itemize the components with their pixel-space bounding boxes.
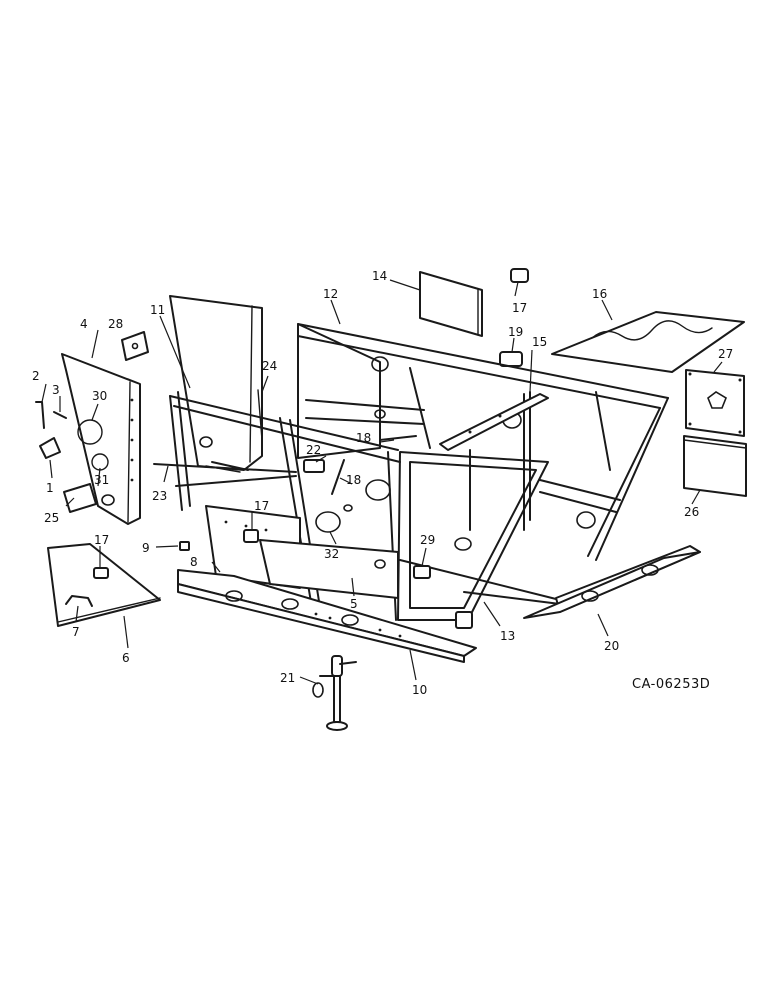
part-27-plate bbox=[685, 369, 745, 437]
leader-lines bbox=[41, 279, 723, 685]
part-9-clip bbox=[179, 541, 190, 551]
callout-15: 15 bbox=[532, 335, 547, 349]
callout-26: 26 bbox=[684, 505, 699, 519]
part-10-bottom-rail bbox=[177, 569, 477, 663]
callout-17: 17 bbox=[512, 301, 527, 315]
part-4-front-panel bbox=[61, 353, 141, 525]
part-14-panel bbox=[419, 271, 483, 337]
callout-11: 11 bbox=[150, 303, 165, 317]
part-29-plate bbox=[413, 565, 431, 579]
part-1-latch bbox=[39, 437, 61, 459]
callout-24: 24 bbox=[262, 359, 277, 373]
callout-30: 30 bbox=[92, 389, 107, 403]
callout-labels: 14 17 19 15 16 12 11 28 4 24 2 3 30 18 2… bbox=[32, 269, 733, 697]
callout-6: 6 bbox=[122, 651, 130, 665]
callout-8: 8 bbox=[190, 555, 198, 569]
callout-20: 20 bbox=[604, 639, 619, 653]
callout-31: 31 bbox=[94, 473, 109, 487]
callout-17: 17 bbox=[254, 499, 269, 513]
callout-32: 32 bbox=[324, 547, 339, 561]
callout-17: 17 bbox=[94, 533, 109, 547]
part-21-jack bbox=[312, 655, 357, 731]
part-19-plate bbox=[499, 351, 523, 367]
part-25-plate bbox=[63, 483, 97, 513]
part-6-bottom-plate bbox=[47, 543, 161, 627]
part-17-plate-mid bbox=[243, 529, 259, 543]
callout-21: 21 bbox=[280, 671, 295, 685]
callout-7: 7 bbox=[72, 625, 80, 639]
callout-5: 5 bbox=[350, 597, 358, 611]
callout-2: 2 bbox=[32, 369, 40, 383]
callout-25: 25 bbox=[44, 511, 59, 525]
callout-4: 4 bbox=[80, 317, 88, 331]
part-18-bolt-lower bbox=[331, 459, 345, 495]
callout-16: 16 bbox=[592, 287, 607, 301]
callout-12: 12 bbox=[323, 287, 338, 301]
part-17-plate-top bbox=[510, 268, 529, 283]
part-20-bottom-rail bbox=[523, 545, 701, 619]
part-28-bracket bbox=[121, 331, 149, 361]
callout-27: 27 bbox=[718, 347, 733, 361]
callout-1: 1 bbox=[46, 481, 54, 495]
part-16-top-sheet bbox=[551, 311, 745, 373]
callout-9: 9 bbox=[142, 541, 150, 555]
callout-18: 18 bbox=[346, 473, 361, 487]
callout-22: 22 bbox=[306, 443, 321, 457]
callout-13: 13 bbox=[500, 629, 515, 643]
part-26-plate bbox=[683, 435, 747, 497]
part-13-triangle-frame bbox=[387, 451, 561, 629]
part-2-pin bbox=[35, 401, 45, 429]
callout-18: 18 bbox=[356, 431, 371, 445]
callout-19: 19 bbox=[508, 325, 523, 339]
callout-14: 14 bbox=[372, 269, 387, 283]
callout-23: 23 bbox=[152, 489, 167, 503]
callout-3: 3 bbox=[52, 383, 60, 397]
part-7-handle bbox=[65, 595, 93, 607]
part-22-plate bbox=[303, 459, 325, 473]
callout-29: 29 bbox=[420, 533, 435, 547]
part-18-bolt-upper bbox=[379, 435, 417, 441]
part-15-brace bbox=[439, 393, 549, 451]
callout-28: 28 bbox=[108, 317, 123, 331]
diagram-code: CA-06253D bbox=[632, 677, 710, 692]
part-17-plate-left bbox=[93, 567, 109, 579]
part-32-hole bbox=[315, 479, 391, 533]
callout-10: 10 bbox=[412, 683, 427, 697]
part-5-channel bbox=[259, 539, 399, 599]
part-3-clip bbox=[53, 411, 67, 419]
